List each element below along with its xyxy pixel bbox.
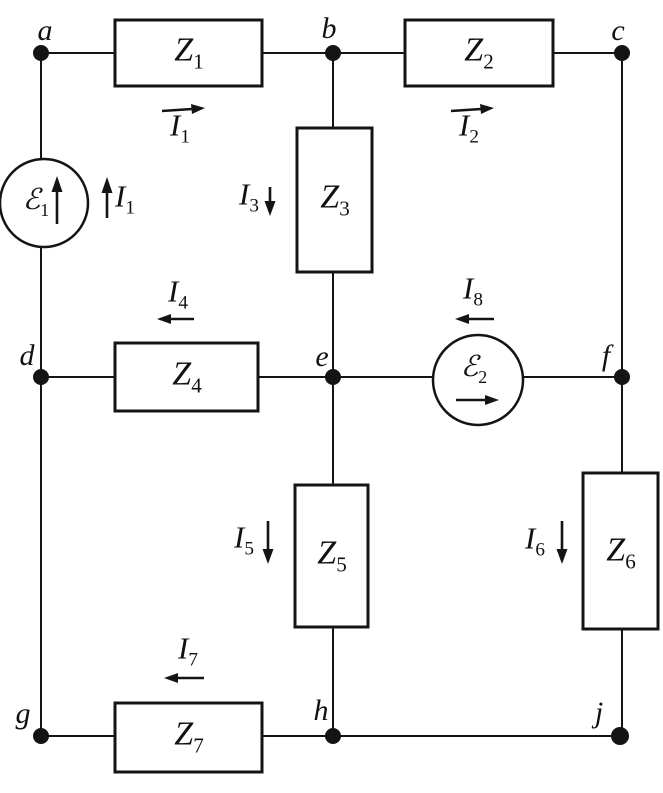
i8-subscript: 8 (473, 289, 483, 311)
impedance-box-z6 (581, 471, 660, 631)
node-dot-c (614, 45, 630, 61)
node-dot-a (33, 45, 49, 61)
impedance-label-z4: Z4 (172, 355, 202, 398)
i2-subscript: 2 (469, 126, 479, 148)
impedance-box-z4 (113, 341, 260, 413)
node-label-b: b (321, 12, 337, 45)
current-label-i6: I6 (525, 522, 545, 559)
current-arrow-i2 (450, 104, 494, 114)
current-label-i5: I5 (234, 521, 254, 558)
node-dot-b (325, 45, 341, 61)
impedance-label-z1: Z1 (174, 31, 204, 74)
current-arrow-i6 (556, 521, 568, 564)
source-arrow-e1 (51, 176, 63, 224)
current-arrow-i1-top (161, 104, 205, 114)
node-dot-e (325, 369, 341, 385)
i1-source-subscript: 1 (125, 197, 135, 219)
source-label-e2: ℰ2 (461, 352, 488, 386)
node-label-h: h (313, 694, 329, 727)
node-dot-d (33, 369, 49, 385)
node-label-g: g (15, 697, 31, 730)
i2-symbol: I (459, 107, 470, 143)
impedance-label-z6: Z6 (606, 531, 636, 574)
current-label-i4: I4 (168, 275, 188, 312)
node-dot-g (33, 728, 49, 744)
source-label-e1: ℰ1 (23, 185, 50, 219)
i3-symbol: I (239, 176, 250, 212)
impedance-box-z3 (295, 126, 374, 274)
current-arrow-i7 (164, 673, 204, 683)
node-label-a: a (37, 14, 53, 47)
node-dot-f (614, 369, 630, 385)
impedance-box-z2 (403, 18, 555, 88)
node-label-j: j (594, 696, 604, 729)
z2-symbol: Z (464, 31, 484, 69)
z2-subscript: 2 (483, 49, 494, 74)
z7-symbol: Z (174, 715, 194, 753)
impedance-label-z2: Z2 (464, 31, 494, 74)
z6-subscript: 6 (625, 549, 636, 574)
current-arrow-i8 (455, 314, 494, 324)
i1-top-symbol: I (170, 107, 181, 143)
node-dot-h (325, 728, 341, 744)
current-label-i3: I3 (239, 178, 259, 215)
i8-symbol: I (463, 270, 474, 306)
node-label-d: d (19, 339, 35, 372)
source-arrow-e2 (456, 395, 499, 405)
i5-symbol: I (234, 519, 245, 555)
impedance-label-z7: Z7 (174, 715, 204, 758)
z1-subscript: 1 (193, 49, 204, 74)
node-label-e: e (315, 340, 329, 373)
z4-symbol: Z (172, 355, 192, 393)
impedance-box-z1 (113, 18, 264, 88)
e2-subscript: 2 (478, 366, 488, 387)
z3-symbol: Z (320, 178, 340, 216)
node-label-c: c (611, 14, 625, 47)
z5-subscript: 5 (336, 552, 347, 577)
z1-symbol: Z (174, 31, 194, 69)
z6-symbol: Z (606, 531, 626, 569)
source-circle-e2 (431, 333, 525, 427)
source-circle-e1 (0, 157, 90, 249)
impedance-label-z3: Z3 (320, 178, 350, 221)
i6-subscript: 6 (535, 539, 545, 561)
current-label-i1-source: I1 (115, 180, 135, 217)
i3-subscript: 3 (249, 195, 259, 217)
i7-subscript: 7 (188, 649, 198, 671)
z7-subscript: 7 (193, 733, 204, 758)
e2-symbol: ℰ (460, 349, 479, 384)
z4-subscript: 4 (191, 373, 202, 398)
i7-symbol: I (178, 630, 189, 666)
z5-symbol: Z (317, 534, 337, 572)
current-arrow-i1-source (101, 177, 113, 218)
current-label-i7: I7 (178, 632, 198, 669)
node-label-f: f (601, 339, 611, 372)
i1-source-symbol: I (115, 178, 126, 214)
node-dot-j (611, 727, 629, 745)
impedance-box-z7 (113, 701, 264, 774)
current-arrow-i3 (264, 187, 276, 216)
current-label-i1-top: I1 (170, 109, 190, 146)
current-arrow-i5 (262, 521, 274, 564)
i4-subscript: 4 (178, 292, 188, 314)
current-label-i8: I8 (463, 272, 483, 309)
i5-subscript: 5 (244, 538, 254, 560)
e1-subscript: 1 (40, 199, 50, 220)
z3-subscript: 3 (339, 196, 350, 221)
impedance-label-z5: Z5 (317, 534, 347, 577)
e1-symbol: ℰ (22, 182, 41, 217)
i4-symbol: I (168, 273, 179, 309)
i6-symbol: I (525, 520, 536, 556)
current-arrow-i4 (157, 314, 194, 324)
impedance-box-z5 (293, 483, 370, 629)
i1-top-subscript: 1 (180, 126, 190, 148)
current-label-i2: I2 (459, 109, 479, 146)
